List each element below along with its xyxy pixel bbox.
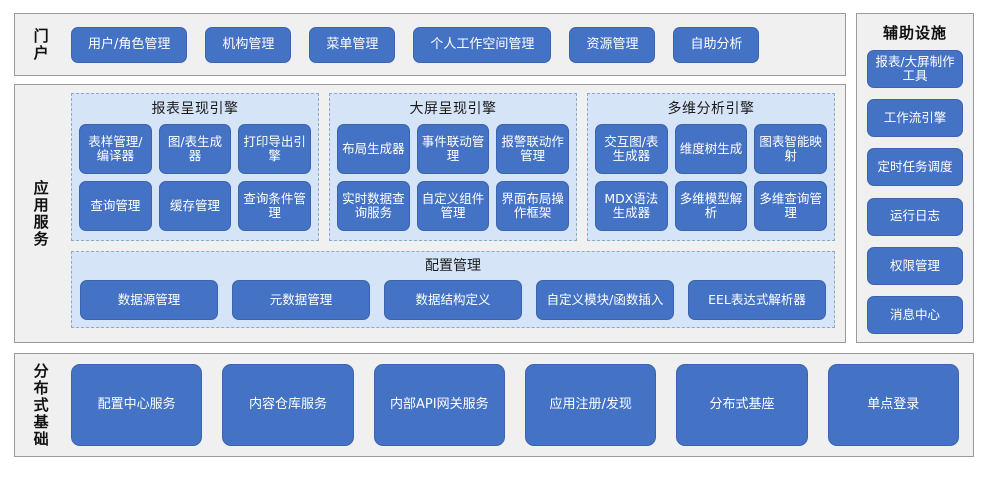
- engine-item-realtime-data-query-service[interactable]: 实时数据查询服务: [337, 181, 410, 231]
- distributed-item-content-repository-service[interactable]: 内容仓库服务: [222, 364, 354, 446]
- auxiliary-item-message-center[interactable]: 消息中心: [867, 295, 963, 334]
- auxiliary-item-permission-management[interactable]: 权限管理: [867, 246, 963, 285]
- auxiliary-section-title: 辅助设施: [882, 24, 947, 42]
- auxiliary-item-report-dashboard-authoring-tool[interactable]: 报表/大屏制作工具: [867, 50, 963, 88]
- portal-item-user-role-management[interactable]: 用户/角色管理: [71, 26, 188, 63]
- auxiliary-item-runtime-log[interactable]: 运行日志: [867, 197, 963, 236]
- distributed-item-configuration-center-service[interactable]: 配置中心服务: [71, 364, 203, 446]
- engine-item-layout-generator[interactable]: 布局生成器: [337, 124, 410, 174]
- engine-item-report-template-management-compiler[interactable]: 表样管理/编译器: [79, 124, 152, 174]
- portal-item-menu-management[interactable]: 菜单管理: [309, 26, 396, 63]
- engine-item-multidimensional-model-parsing[interactable]: 多维模型解析: [674, 181, 748, 231]
- auxiliary-section: 辅助设施 报表/大屏制作工具 工作流引擎 定时任务调度 运行日志 权限管理 消息…: [856, 13, 974, 343]
- config-item-custom-module-function-insertion[interactable]: 自定义模块/函数插入: [536, 280, 674, 320]
- engine-item-dimension-tree-generation[interactable]: 维度树生成: [674, 124, 748, 174]
- engine-item-event-linkage-management[interactable]: 事件联动管理: [416, 124, 490, 174]
- configuration-management-panel: 配置管理 数据源管理 元数据管理 数据结构定义 自定义模块/函数插入 EEL表达…: [71, 251, 835, 328]
- distributed-item-list: 配置中心服务 内容仓库服务 内部API网关服务 应用注册/发现 分布式基座 单点…: [71, 364, 959, 446]
- engine-item-interactive-chart-table-generator[interactable]: 交互图/表生成器: [595, 124, 668, 174]
- config-item-eel-expression-parser[interactable]: EEL表达式解析器: [688, 280, 826, 320]
- report-rendering-engine-title: 报表呈现引擎: [151, 101, 239, 117]
- dashboard-rendering-engine-panel: 大屏呈现引擎 布局生成器 事件联动管理 报警联动作管理 实时数据查询服务 自定义…: [329, 93, 577, 241]
- config-item-metadata-management[interactable]: 元数据管理: [232, 280, 370, 320]
- engine-item-query-condition-management[interactable]: 查询条件管理: [238, 181, 311, 231]
- config-item-data-structure-definition[interactable]: 数据结构定义: [384, 280, 522, 320]
- application-services-body: 报表呈现引擎 表样管理/编译器 图/表生成器 打印导出引擎 查询管理 缓存管理 …: [71, 93, 835, 334]
- engine-item-alarm-linkage-action-management[interactable]: 报警联动作管理: [496, 124, 569, 174]
- engine-item-print-export-engine[interactable]: 打印导出引擎: [238, 124, 311, 174]
- application-services-section: 应用服务 报表呈现引擎 表样管理/编译器 图/表生成器 打印导出引擎 查询管理 …: [14, 84, 846, 343]
- portal-item-resource-management[interactable]: 资源管理: [569, 26, 656, 63]
- dashboard-rendering-engine-title: 大屏呈现引擎: [409, 101, 497, 117]
- distributed-item-internal-api-gateway-service[interactable]: 内部API网关服务: [373, 364, 505, 446]
- distributed-item-single-sign-on[interactable]: 单点登录: [827, 364, 959, 446]
- portal-section-label: 门户: [31, 27, 50, 62]
- portal-item-personal-workspace-management[interactable]: 个人工作空间管理: [413, 26, 552, 63]
- configuration-management-title: 配置管理: [425, 258, 481, 274]
- engine-item-cache-management[interactable]: 缓存管理: [158, 181, 232, 231]
- configuration-management-items: 数据源管理 元数据管理 数据结构定义 自定义模块/函数插入 EEL表达式解析器: [80, 279, 826, 321]
- distributed-item-application-registration-discovery[interactable]: 应用注册/发现: [524, 364, 657, 446]
- dashboard-rendering-engine-items: 布局生成器 事件联动管理 报警联动作管理 实时数据查询服务 自定义组件管理 界面…: [337, 124, 569, 231]
- distributed-item-distributed-base[interactable]: 分布式基座: [676, 364, 808, 446]
- engine-item-chart-table-generator[interactable]: 图/表生成器: [158, 124, 232, 174]
- portal-item-self-service-analysis[interactable]: 自助分析: [673, 26, 760, 63]
- config-item-datasource-management[interactable]: 数据源管理: [80, 280, 218, 320]
- auxiliary-item-list: 报表/大屏制作工具 工作流引擎 定时任务调度 运行日志 权限管理 消息中心: [867, 50, 963, 334]
- report-rendering-engine-items: 表样管理/编译器 图/表生成器 打印导出引擎 查询管理 缓存管理 查询条件管理: [79, 124, 311, 231]
- portal-item-organization-management[interactable]: 机构管理: [205, 26, 292, 63]
- engine-item-chart-intelligent-mapping[interactable]: 图表智能映射: [754, 124, 827, 174]
- application-services-section-label: 应用服务: [31, 179, 50, 248]
- multidimensional-analysis-engine-panel: 多维分析引擎 交互图/表生成器 维度树生成 图表智能映射 MDX语法生成器 多维…: [587, 93, 835, 241]
- portal-section: 门户 用户/角色管理 机构管理 菜单管理 个人工作空间管理 资源管理 自助分析: [14, 13, 846, 76]
- report-rendering-engine-panel: 报表呈现引擎 表样管理/编译器 图/表生成器 打印导出引擎 查询管理 缓存管理 …: [71, 93, 319, 241]
- engine-item-query-management[interactable]: 查询管理: [79, 181, 152, 231]
- engine-row: 报表呈现引擎 表样管理/编译器 图/表生成器 打印导出引擎 查询管理 缓存管理 …: [71, 93, 835, 241]
- engine-item-custom-component-management[interactable]: 自定义组件管理: [416, 181, 490, 231]
- auxiliary-item-scheduled-task-scheduler[interactable]: 定时任务调度: [867, 148, 963, 187]
- multidimensional-analysis-engine-items: 交互图/表生成器 维度树生成 图表智能映射 MDX语法生成器 多维模型解析 多维…: [595, 124, 827, 231]
- distributed-foundation-section: 分布式基础 配置中心服务 内容仓库服务 内部API网关服务 应用注册/发现 分布…: [14, 353, 974, 457]
- engine-item-ui-layout-operation-framework[interactable]: 界面布局操作框架: [496, 181, 569, 231]
- distributed-foundation-section-label: 分布式基础: [31, 362, 50, 448]
- portal-item-list: 用户/角色管理 机构管理 菜单管理 个人工作空间管理 资源管理 自助分析: [71, 14, 835, 75]
- engine-item-multidimensional-query-management[interactable]: 多维查询管理: [754, 181, 827, 231]
- auxiliary-item-workflow-engine[interactable]: 工作流引擎: [867, 99, 963, 138]
- engine-item-mdx-syntax-generator[interactable]: MDX语法生成器: [595, 181, 668, 231]
- multidimensional-analysis-engine-title: 多维分析引擎: [667, 101, 755, 117]
